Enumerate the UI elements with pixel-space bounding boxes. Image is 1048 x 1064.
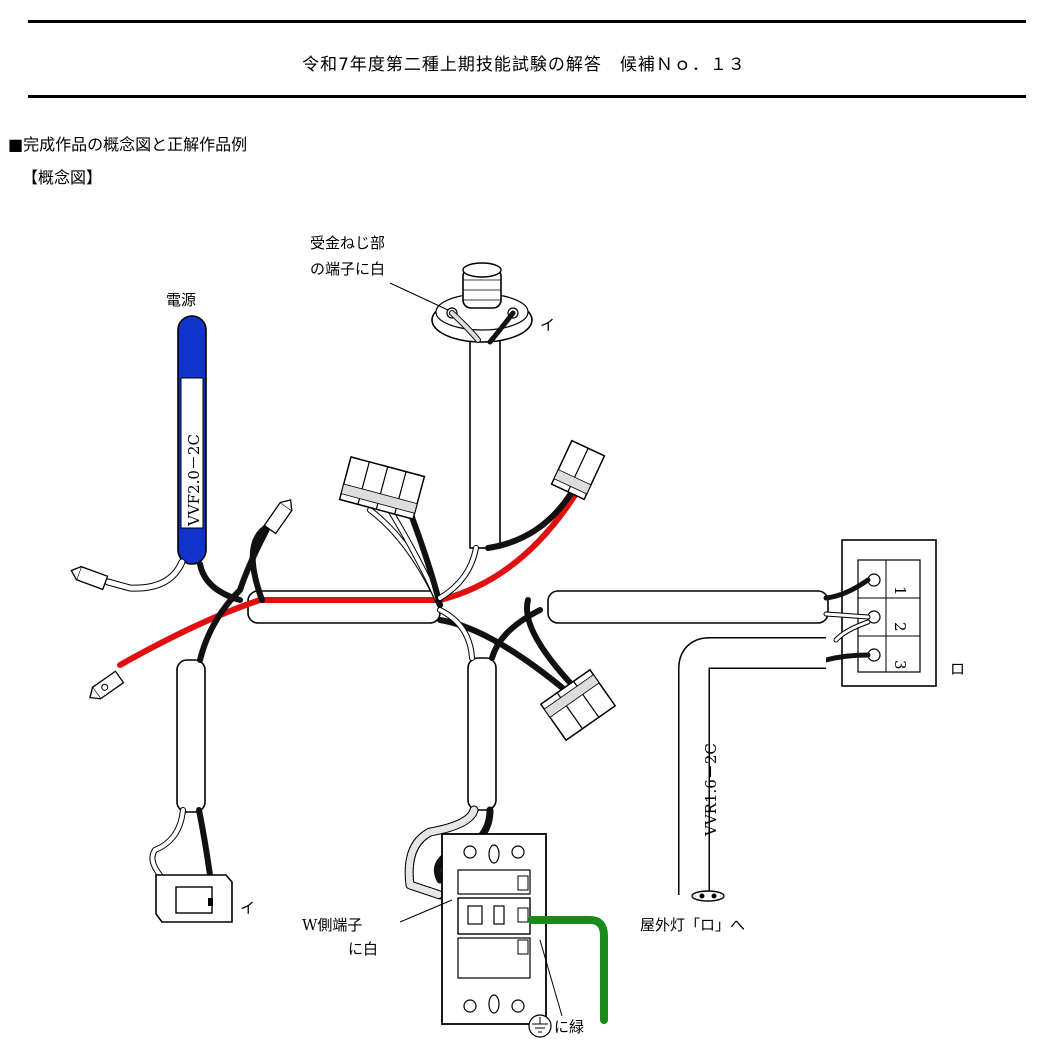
power-cable-type: VVF2.0－2C [185, 434, 203, 527]
push-in-connector-4 [338, 455, 426, 521]
ground-wire [528, 916, 608, 1024]
lamp-note-line1: 受金ねじ部 [310, 234, 385, 252]
power-label: 電源 [166, 291, 196, 309]
push-in-connector-3 [539, 668, 617, 742]
header-rule-top [28, 20, 1026, 23]
terminal-block [841, 539, 937, 687]
ring-sleeve [263, 499, 293, 535]
header-rule-bottom [28, 95, 1026, 98]
lamp-note-line2: の端子に白 [310, 260, 385, 278]
outlet [441, 833, 547, 1025]
section-heading: ■完成作品の概念図と正解作品例 [8, 135, 248, 154]
w-terminal-line1: W側端子 [302, 916, 362, 934]
ground-symbol-icon [528, 1014, 552, 1038]
vvf-cable-right [547, 590, 829, 624]
power-cable-label-bg [180, 377, 204, 529]
terminal-number-1: 1 [891, 586, 909, 596]
vvf-cable-center [247, 590, 441, 624]
lamp-receptacle [431, 262, 533, 549]
terminal-block-label: ロ [950, 660, 965, 678]
w-terminal-line2: に白 [348, 940, 378, 958]
terminal-number-2: 2 [891, 622, 909, 632]
outdoor-note: 屋外灯「ロ」へ [640, 916, 745, 934]
ring-sleeve [89, 670, 125, 700]
sub-heading: 【概念図】 [22, 168, 103, 187]
vvf-cable-outlet [467, 657, 497, 811]
push-in-connector-2 [550, 439, 606, 501]
ground-note: に緑 [554, 1018, 584, 1036]
page-title: 令和7年度第二種上期技能試験の解答 候補Ｎｏ．１３ [302, 55, 746, 75]
terminal-number-3: 3 [891, 660, 909, 670]
switch-label: イ [240, 899, 255, 917]
sleeve-connector [70, 565, 109, 591]
lamp-label: イ [540, 316, 555, 334]
vvf-cable-switch [176, 659, 206, 813]
switch [155, 874, 233, 923]
outdoor-cable-type: VVR1.6－2C [702, 743, 720, 837]
lamp-note-leader [389, 282, 449, 311]
